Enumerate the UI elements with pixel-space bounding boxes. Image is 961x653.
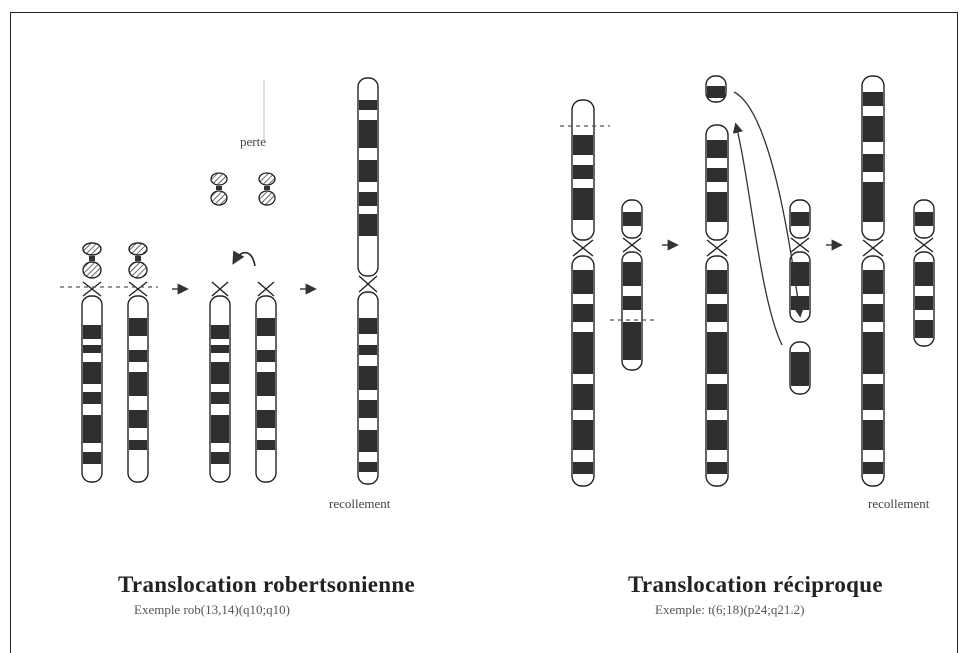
chromosome-14-before — [127, 242, 149, 483]
derivative-chromosome-18 — [913, 199, 935, 347]
exchange-arrow-up — [732, 122, 783, 346]
rec-fusion-label: recollement — [868, 496, 930, 511]
rec-title: Translocation réciproque — [628, 572, 883, 597]
exchange-arrow-down — [733, 91, 805, 318]
derivative-chromosome-6 — [861, 75, 885, 487]
chromosome-6-fragment — [705, 75, 727, 103]
rob-fusion-label: recollement — [329, 496, 391, 511]
rob-title: Translocation robertsonienne — [118, 572, 415, 597]
lost-fragments — [210, 172, 276, 206]
chromosome-18-remainder — [789, 199, 811, 323]
chromosome-13-before — [81, 242, 103, 483]
chromosome-18-before — [621, 199, 643, 371]
rotation-arrow — [232, 250, 256, 267]
chromosome-13-q-arm — [209, 281, 231, 483]
chromosome-6-remainder — [705, 124, 729, 487]
chromosome-14-q-arm — [255, 281, 277, 483]
figure-frame — [10, 12, 958, 653]
chromosome-18-fragment — [789, 341, 811, 395]
rob-example: Exemple rob(13,14)(q10;q10) — [134, 602, 290, 617]
rec-example: Exemple: t(6;18)(p24;q21.2) — [655, 602, 805, 617]
fused-chromosome-rob — [357, 77, 379, 485]
loss-label: perte — [240, 134, 266, 149]
chromosome-6-before — [571, 99, 595, 487]
